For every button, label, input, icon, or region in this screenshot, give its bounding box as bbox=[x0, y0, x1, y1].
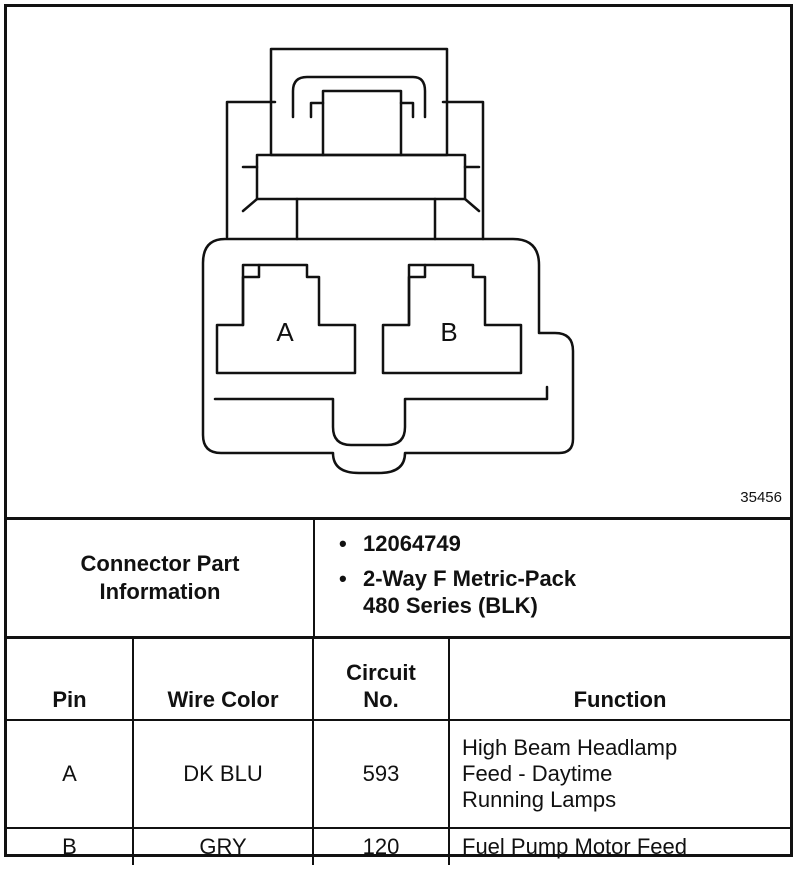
info-label-line2: Information bbox=[99, 579, 221, 604]
collar-lines bbox=[241, 165, 481, 213]
connector-part-info: Connector Part Information 12064749 2-Wa… bbox=[7, 520, 790, 639]
connector-description: 2-Way F Metric-Pack 480 Series (BLK) bbox=[339, 565, 576, 619]
wire-color-cell: GRY bbox=[132, 827, 314, 865]
connector-body bbox=[201, 237, 575, 475]
connector-part-info-label: Connector Part Information bbox=[7, 520, 315, 636]
latch-outer-body bbox=[225, 100, 485, 241]
header-function: Function bbox=[448, 636, 790, 721]
latch-frame bbox=[269, 47, 449, 157]
cavity-b-label: B bbox=[440, 317, 457, 347]
pin-cell: B bbox=[7, 827, 134, 865]
collar bbox=[255, 153, 467, 201]
function-cell: High Beam Headlamp Feed - Daytime Runnin… bbox=[448, 719, 790, 829]
pin-table: Pin Wire Color Circuit No. Function A DK… bbox=[7, 636, 790, 865]
latch-tab-inner bbox=[309, 101, 415, 119]
cavity-a-inner bbox=[241, 263, 261, 327]
figure-number: 35456 bbox=[740, 489, 782, 506]
connector-diagram: A B 35456 bbox=[7, 7, 790, 520]
circuit-cell: 120 bbox=[312, 827, 450, 865]
header-circuit-no: Circuit No. bbox=[312, 636, 450, 721]
cavity-b-inner bbox=[407, 263, 427, 327]
info-label-line1: Connector Part bbox=[80, 551, 240, 576]
circuit-cell: 593 bbox=[312, 719, 450, 829]
latch-tab bbox=[321, 89, 403, 157]
header-pin: Pin bbox=[7, 636, 134, 721]
connector-drawing: A B bbox=[201, 47, 575, 475]
body-inner-line bbox=[213, 385, 549, 447]
pin-table-header: Pin Wire Color Circuit No. Function bbox=[7, 636, 790, 721]
table-row: B GRY 120 Fuel Pump Motor Feed bbox=[7, 827, 790, 865]
pin-cell: A bbox=[7, 719, 134, 829]
latch-cap bbox=[291, 75, 427, 119]
connector-part-details: 12064749 2-Way F Metric-Pack 480 Series … bbox=[339, 530, 576, 627]
cavity-a-label: A bbox=[276, 317, 294, 347]
connector-document: A B 35456 Connector Part Information 120… bbox=[4, 4, 793, 865]
wire-color-cell: DK BLU bbox=[132, 719, 314, 829]
cavity-b-outline bbox=[381, 263, 523, 375]
part-number: 12064749 bbox=[339, 530, 576, 557]
cavity-a-outline bbox=[215, 263, 357, 375]
function-cell: Fuel Pump Motor Feed bbox=[448, 827, 790, 865]
table-row: A DK BLU 593 High Beam Headlamp Feed - D… bbox=[7, 719, 790, 829]
header-wire-color: Wire Color bbox=[132, 636, 314, 721]
